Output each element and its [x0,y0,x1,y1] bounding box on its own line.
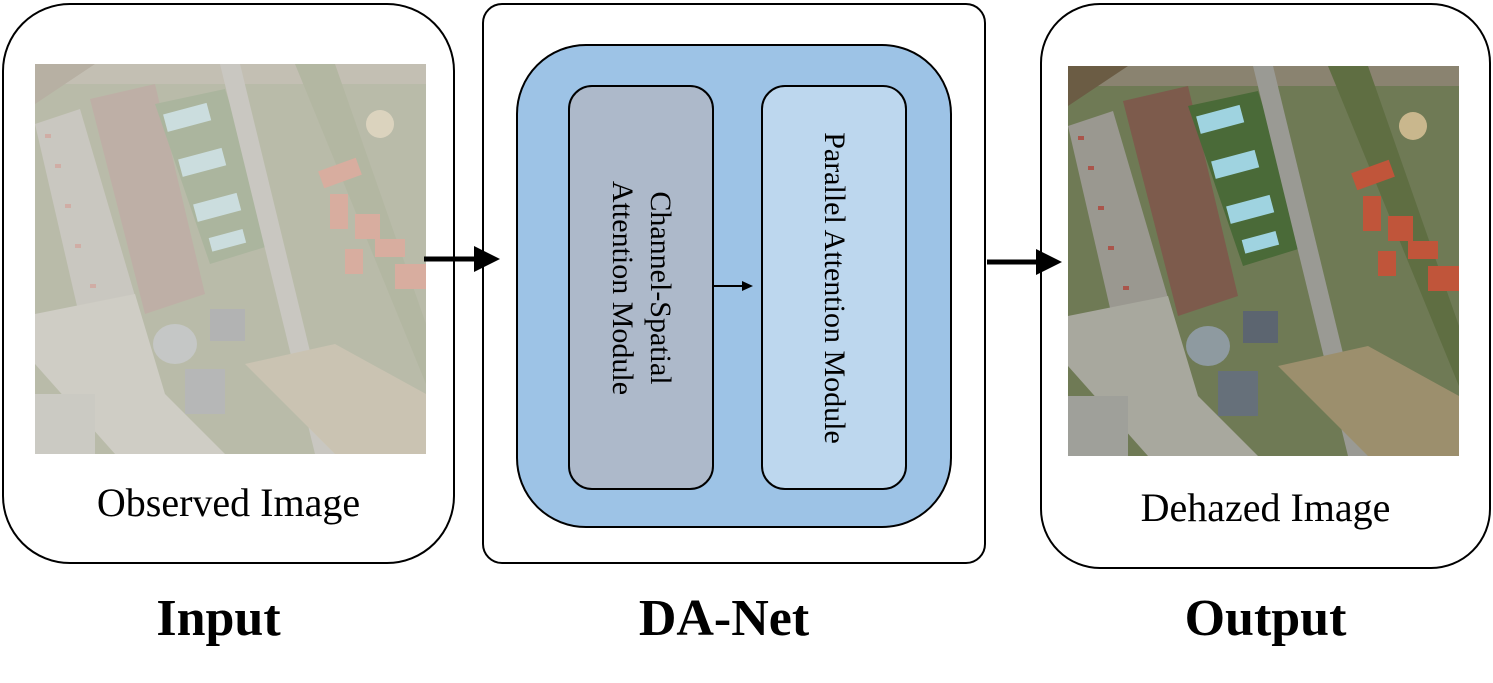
observed-image [35,64,426,454]
input-to-danet-arrow [424,246,500,272]
haze-overlay [35,64,426,454]
csam-to-pam-arrow [713,281,753,291]
dehazed-image-caption: Dehazed Image [1140,485,1391,530]
input-label: Input [156,590,281,647]
observed-image-caption: Observed Image [96,480,361,525]
channel-spatial-attention-module: Channel-Spatial Attention Module [568,85,714,490]
danet-label: DA-Net [638,590,810,647]
parallel-attention-module: Parallel Attention Module [761,85,907,490]
output-label: Output [1184,590,1347,647]
observed-aerial-photo [35,64,426,454]
input-panel: Observed Image [2,3,455,564]
output-panel: Dehazed Image [1040,3,1491,569]
danet-to-output-arrow [987,249,1062,275]
